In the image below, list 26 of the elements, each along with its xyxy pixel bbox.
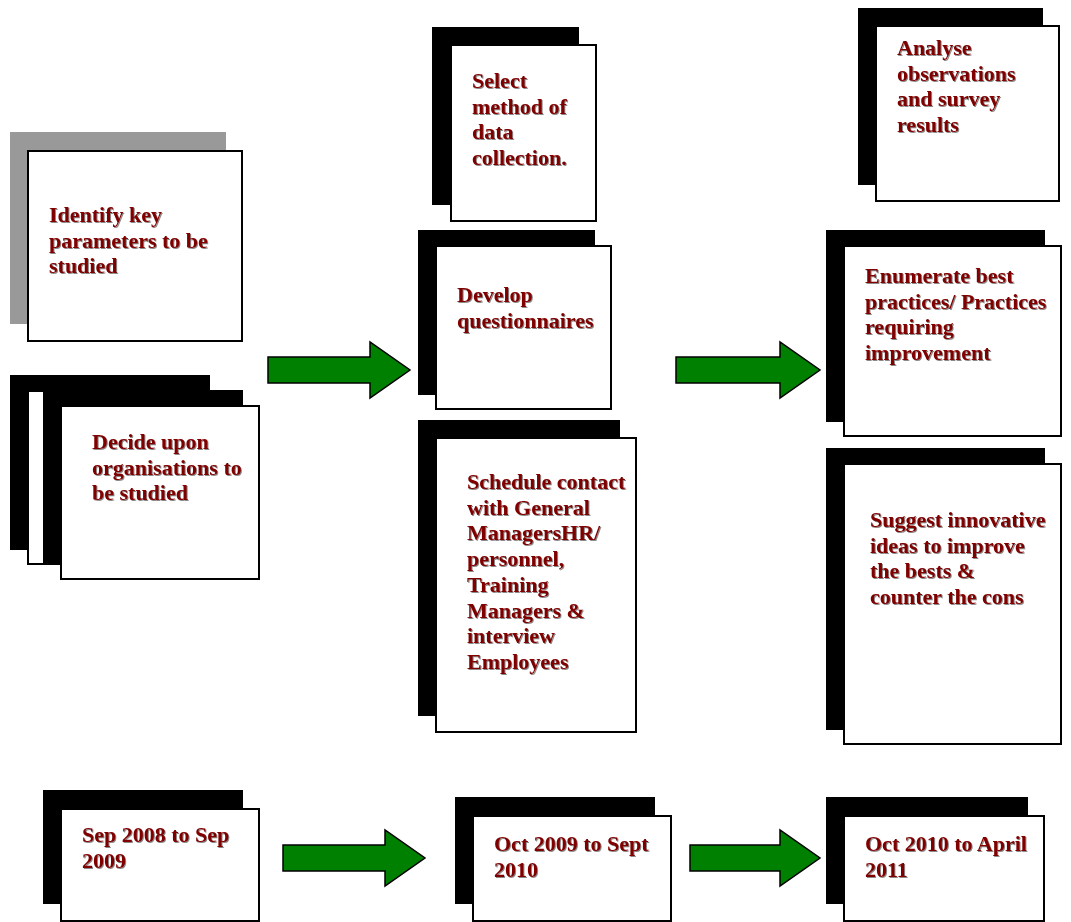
step-box [875,25,1060,202]
step-text: Select method of data collection. [472,68,568,171]
step-text: Identify key parameters to be studied [49,202,209,280]
step-text: Schedule contact with General ManagersHR/ personnel, Training Managers & interview Employees [467,469,627,675]
step-box [450,44,597,222]
step-box [435,245,612,410]
step-text: Oct 2009 to Sept 2010 [494,831,650,883]
step-box [843,245,1062,437]
step-text: Sep 2008 to Sep 2009 [82,822,231,874]
step-box [472,815,672,922]
block-arrow [267,340,412,400]
step-text: Analyse observations and survey results [897,35,1017,138]
step-text: Develop questionnaires [457,282,595,334]
step-text: Suggest innovative ideas to improve the bests & counter the cons [870,507,1047,610]
step-box [843,815,1045,922]
step-text: Enumerate best practices/ Practices requiring improvement [865,263,1048,366]
step-box [60,405,260,580]
step-box [435,437,637,733]
step-box [843,463,1062,745]
block-arrow [675,340,822,400]
step-text: Decide upon organisations to be studied [92,429,243,507]
block-arrow [282,828,427,888]
step-box [27,150,243,342]
block-arrow [689,828,822,888]
step-text: Oct 2010 to April 2011 [865,831,1028,883]
step-box [60,808,260,922]
